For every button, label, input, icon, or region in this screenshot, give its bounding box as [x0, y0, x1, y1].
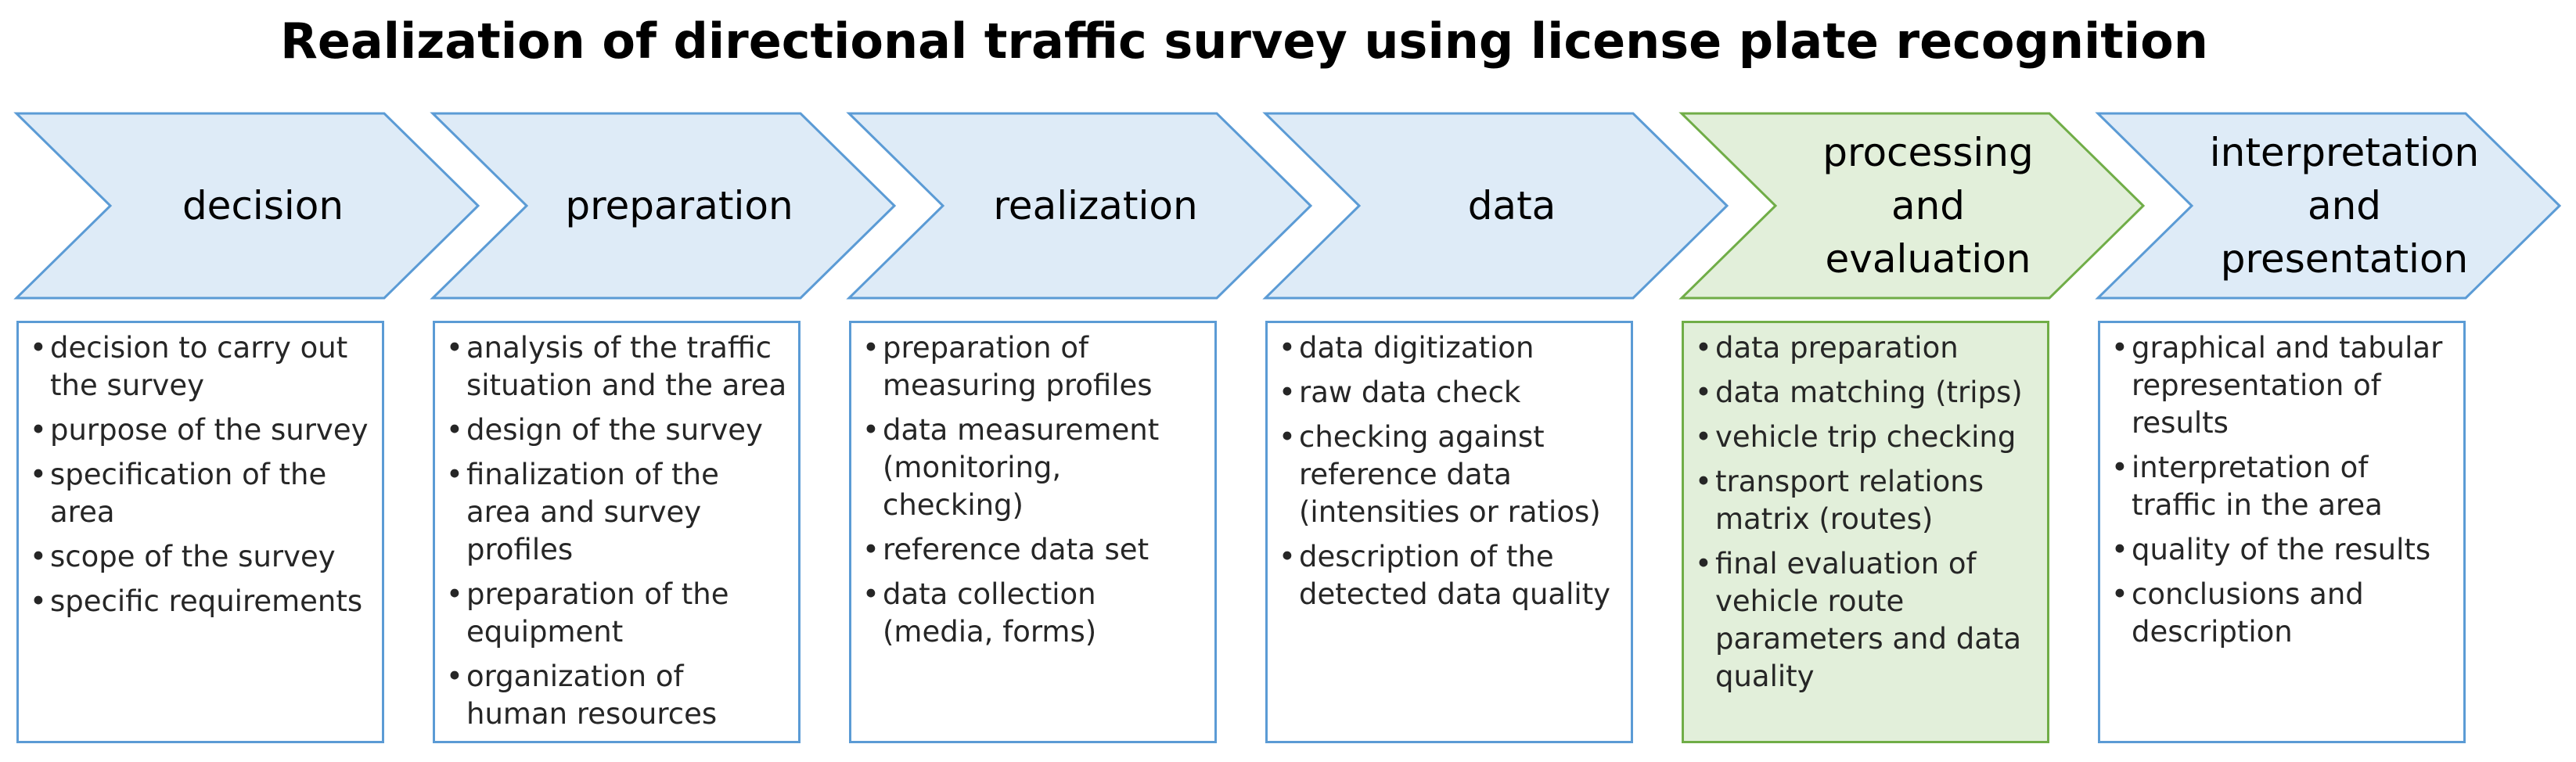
page-title: Realization of directional traffic surve…	[280, 13, 2208, 70]
stage-details-box: data preparation data matching (trips) veh…	[1682, 321, 2049, 743]
list-item: decision to carry out the survey	[27, 329, 374, 404]
list-item: data preparation	[1692, 329, 2039, 367]
stage-details-list: data preparation data matching (trips) veh…	[1692, 329, 2039, 696]
stage-arrow	[1678, 112, 2146, 300]
stage-label: processing and evaluation	[1822, 130, 2034, 282]
stage-arrow	[2095, 112, 2562, 300]
stage-details-box: preparation of measuring profiles data me…	[849, 321, 1217, 743]
stage-label: decision	[182, 183, 344, 228]
list-item: graphical and tabular representation of …	[2108, 329, 2455, 442]
stage-details-box: analysis of the traffic situation and th…	[433, 321, 801, 743]
stage-details-box: decision to carry out the survey purpose …	[16, 321, 384, 743]
list-item: specification of the area	[27, 456, 374, 531]
stage-arrow	[13, 112, 480, 300]
stage-arrow	[1262, 112, 1729, 300]
list-item: conclusions and description	[2108, 576, 2455, 651]
stage-details-box: data digitization raw data check checking …	[1265, 321, 1633, 743]
list-item: organization of human resources	[443, 658, 790, 733]
stage-details-box: graphical and tabular representation of …	[2098, 321, 2466, 743]
list-item: specific requirements	[27, 583, 374, 620]
stage-label: interpretation and presentation	[2209, 130, 2480, 282]
list-item: vehicle trip checking	[1692, 419, 2039, 456]
list-item: description of the detected data quality	[1275, 538, 1623, 613]
list-item: finalization of the area and survey prof…	[443, 456, 790, 569]
list-item: reference data set	[859, 531, 1207, 569]
stage-details-list: preparation of measuring profiles data me…	[859, 329, 1207, 651]
stage-label: realization	[993, 183, 1198, 228]
stage-arrow	[846, 112, 1313, 300]
list-item: raw data check	[1275, 374, 1623, 412]
stage-label: preparation	[565, 183, 793, 228]
list-item: quality of the results	[2108, 531, 2455, 569]
list-item: final evaluation of vehicle route parame…	[1692, 545, 2039, 696]
list-item: checking against reference data (intensi…	[1275, 419, 1623, 531]
list-item: analysis of the traffic situation and th…	[443, 329, 790, 404]
list-item: data digitization	[1275, 329, 1623, 367]
list-item: transport relations matrix (routes)	[1692, 463, 2039, 538]
list-item: preparation of the equipment	[443, 576, 790, 651]
list-item: data matching (trips)	[1692, 374, 2039, 412]
list-item: scope of the survey	[27, 538, 374, 576]
stage-arrow	[430, 112, 897, 300]
list-item: data collection (media, forms)	[859, 576, 1207, 651]
list-item: interpretation of traffic in the area	[2108, 449, 2455, 524]
stage-details-list: data digitization raw data check checking …	[1275, 329, 1623, 613]
stage-details-list: decision to carry out the survey purpose …	[27, 329, 374, 620]
list-item: preparation of measuring profiles	[859, 329, 1207, 404]
stage-details-list: analysis of the traffic situation and th…	[443, 329, 790, 733]
stage-label: data	[1467, 183, 1556, 228]
list-item: design of the survey	[443, 412, 790, 449]
list-item: data measurement (monitoring, checking)	[859, 412, 1207, 524]
list-item: purpose of the survey	[27, 412, 374, 449]
stage-details-list: graphical and tabular representation of …	[2108, 329, 2455, 651]
